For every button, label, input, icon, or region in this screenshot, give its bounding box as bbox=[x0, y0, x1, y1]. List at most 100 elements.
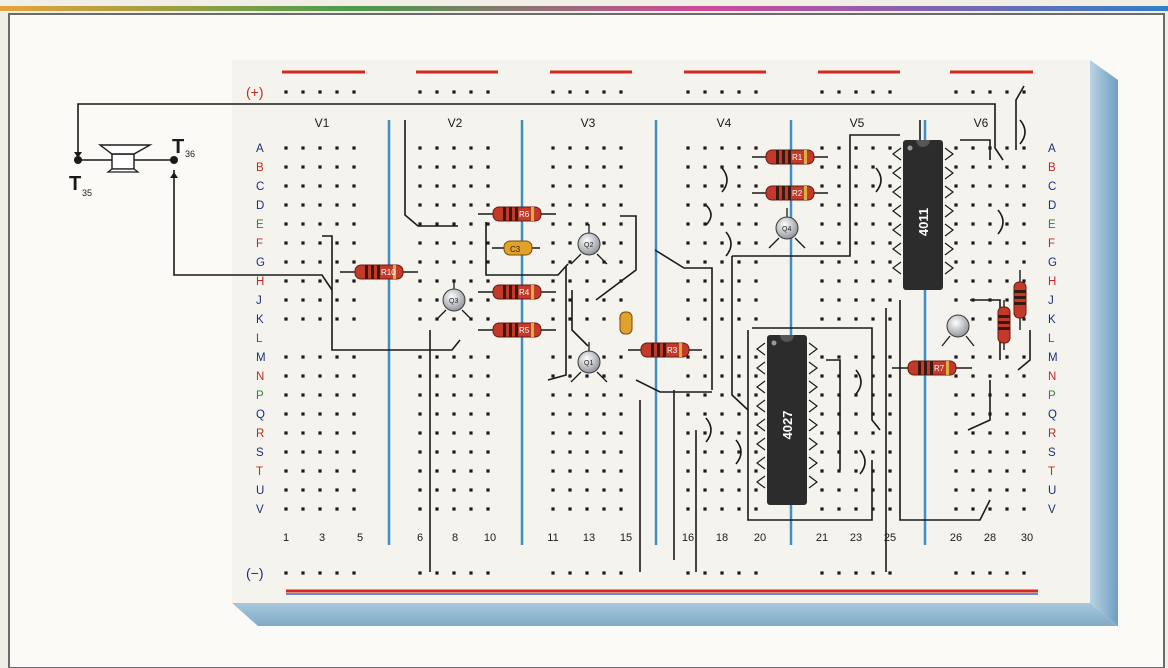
row-label: F bbox=[256, 238, 263, 250]
column-number: 18 bbox=[716, 532, 728, 544]
row-label: S bbox=[1048, 447, 1056, 459]
svg-text:Q1: Q1 bbox=[584, 360, 593, 367]
column-number: 3 bbox=[319, 532, 325, 544]
row-label: D bbox=[1048, 200, 1056, 212]
row-label: B bbox=[1048, 162, 1056, 174]
terminal-left-dot bbox=[74, 156, 82, 164]
terminal-right-arrow bbox=[170, 172, 178, 178]
breadboard-holes bbox=[284, 146, 1026, 511]
capacitor-small bbox=[619, 311, 633, 335]
top-color-stripe bbox=[0, 6, 1168, 11]
row-label: C bbox=[1048, 181, 1056, 193]
negative-rail-label: (−) bbox=[246, 565, 264, 581]
column-number: 10 bbox=[484, 532, 496, 544]
column-header: V4 bbox=[717, 116, 732, 130]
row-label: A bbox=[256, 143, 264, 155]
row-label: U bbox=[256, 485, 264, 497]
svg-text:Q3: Q3 bbox=[449, 298, 458, 305]
ic-4011: 4011 bbox=[892, 140, 954, 290]
column-number: 5 bbox=[357, 532, 363, 544]
terminal-left-sub: 35 bbox=[82, 188, 92, 198]
row-label: K bbox=[1048, 314, 1056, 326]
resistor-vertical bbox=[997, 300, 1011, 350]
row-label: M bbox=[1048, 352, 1058, 364]
svg-text:Q2: Q2 bbox=[584, 242, 593, 249]
row-label: R bbox=[256, 428, 264, 440]
svg-text:C3: C3 bbox=[510, 245, 521, 254]
column-number: 25 bbox=[884, 532, 896, 544]
ic-4027-label: 4027 bbox=[780, 411, 795, 440]
column-number: 1 bbox=[283, 532, 289, 544]
breadboard bbox=[232, 60, 1090, 603]
row-label: E bbox=[256, 219, 264, 231]
column-header: V6 bbox=[974, 116, 989, 130]
column-number: 11 bbox=[547, 532, 558, 544]
row-label: L bbox=[256, 333, 263, 345]
row-label: P bbox=[1048, 390, 1056, 402]
row-label: D bbox=[256, 200, 264, 212]
svg-text:R5: R5 bbox=[519, 326, 530, 335]
row-label: P bbox=[256, 390, 264, 402]
transistor: Q3 bbox=[435, 280, 473, 321]
transistor: Q2 bbox=[570, 224, 608, 265]
column-number: 6 bbox=[417, 532, 423, 544]
resistor: R4 bbox=[478, 284, 556, 300]
column-number: 30 bbox=[1021, 532, 1033, 544]
resistor: R1 bbox=[752, 149, 828, 165]
resistor: R2 bbox=[752, 185, 828, 201]
svg-text:R7: R7 bbox=[934, 364, 945, 373]
column-number: 20 bbox=[754, 532, 766, 544]
row-label: J bbox=[256, 295, 262, 307]
column-header: V3 bbox=[581, 116, 596, 130]
row-label: C bbox=[256, 181, 264, 193]
resistor: R7 bbox=[892, 360, 972, 376]
wires bbox=[77, 85, 1031, 572]
column-number: 26 bbox=[950, 532, 962, 544]
column-header: V5 bbox=[850, 116, 865, 130]
terminal-right-dot bbox=[170, 156, 178, 164]
resistor: R6 bbox=[478, 206, 556, 222]
row-label: H bbox=[1048, 276, 1056, 288]
terminal-left-label: T bbox=[69, 173, 81, 195]
column-number: 28 bbox=[984, 532, 996, 544]
row-label: Q bbox=[256, 409, 265, 421]
row-label: T bbox=[1048, 466, 1055, 478]
transistor: Q4 bbox=[768, 208, 806, 249]
positive-rail-label: (+) bbox=[246, 84, 264, 100]
column-number: 21 bbox=[816, 532, 828, 544]
board-side-bottom bbox=[232, 603, 1118, 626]
transistor: Q1 bbox=[570, 342, 608, 383]
row-label: A bbox=[1048, 143, 1056, 155]
row-label: Q bbox=[1048, 409, 1057, 421]
row-label: U bbox=[1048, 485, 1056, 497]
svg-text:R10: R10 bbox=[381, 268, 396, 277]
terminal-right-label: T bbox=[172, 136, 184, 158]
column-number: 8 bbox=[452, 532, 458, 544]
speaker bbox=[78, 144, 174, 173]
row-label: G bbox=[256, 257, 265, 269]
row-label: F bbox=[1048, 238, 1055, 250]
rail-holes bbox=[284, 90, 1026, 575]
column-header: V1 bbox=[315, 116, 330, 130]
ic-4027: 4027 bbox=[756, 335, 818, 505]
row-label: K bbox=[256, 314, 264, 326]
electrolytic-capacitor bbox=[941, 314, 975, 347]
resistor: R5 bbox=[478, 322, 556, 338]
capacitor-c3: C3 bbox=[492, 240, 540, 256]
row-label: R bbox=[1048, 428, 1056, 440]
row-label: L bbox=[1048, 333, 1055, 345]
terminal-right-sub: 36 bbox=[185, 149, 195, 159]
column-number: 23 bbox=[850, 532, 862, 544]
row-label: N bbox=[1048, 371, 1056, 383]
svg-text:Q4: Q4 bbox=[782, 226, 791, 233]
resistor-vertical bbox=[1013, 270, 1027, 330]
svg-text:R2: R2 bbox=[792, 189, 803, 198]
board-side-right bbox=[1090, 60, 1118, 626]
column-number: 16 bbox=[682, 532, 694, 544]
row-label: S bbox=[256, 447, 264, 459]
column-number: 13 bbox=[583, 532, 595, 544]
row-label: G bbox=[1048, 257, 1057, 269]
jumper-hooks bbox=[705, 119, 1026, 475]
row-label: V bbox=[1048, 504, 1056, 516]
